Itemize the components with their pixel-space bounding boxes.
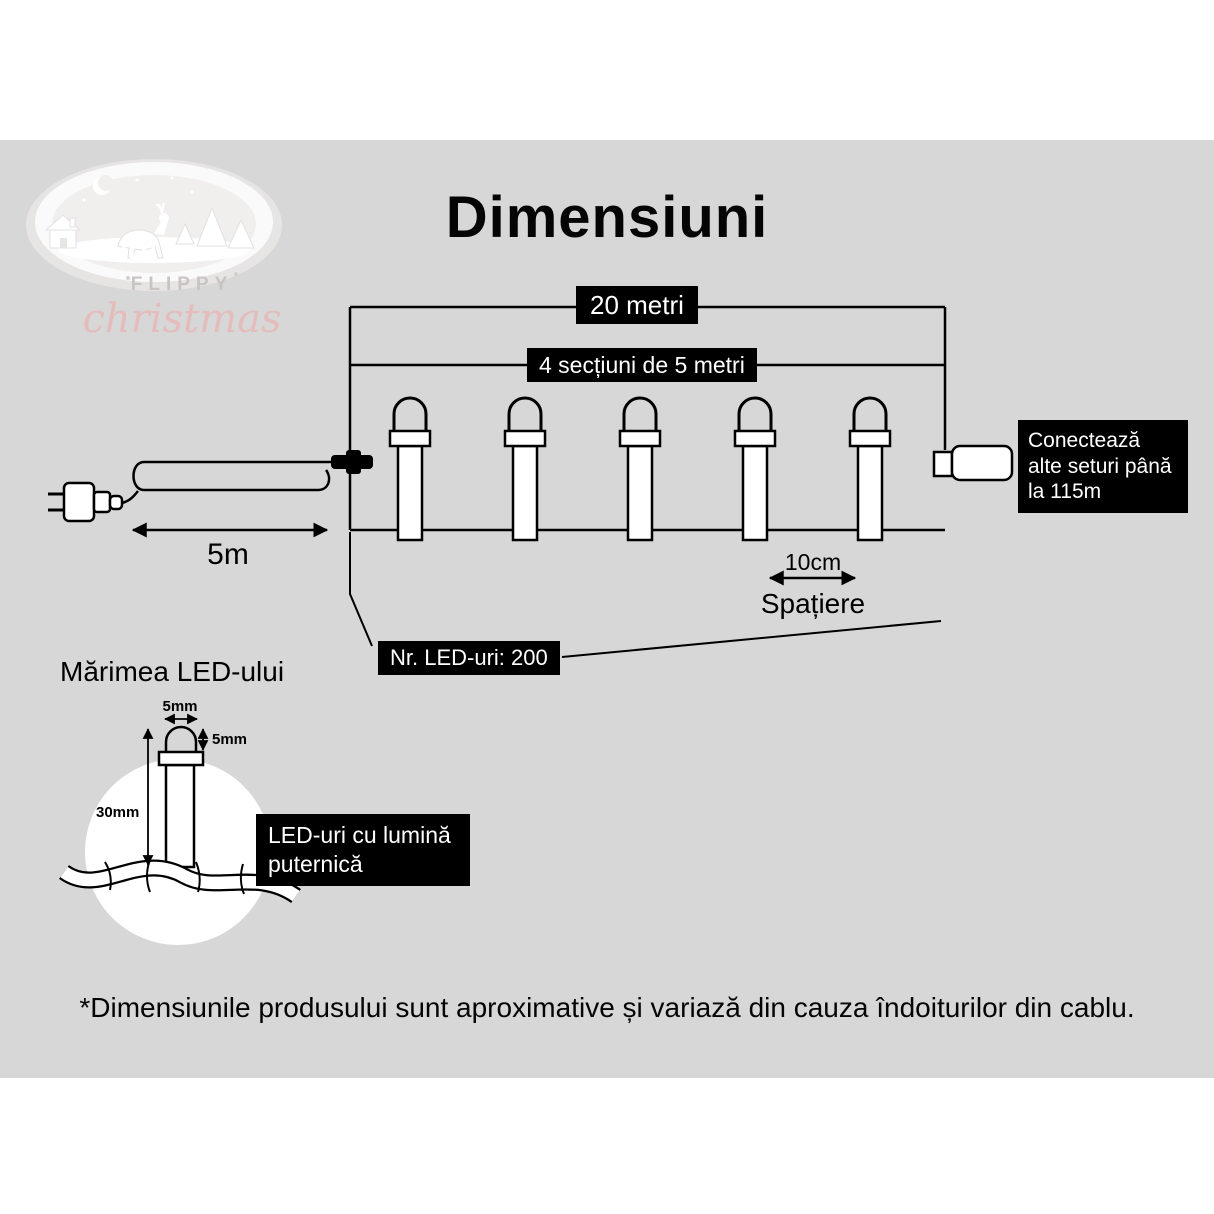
brand-logo: FLIPPY christmas (26, 159, 282, 342)
led-width-value: 5mm (162, 698, 198, 715)
total-length-label: 20 metri (576, 286, 698, 324)
lead-length-value: 5m (207, 538, 249, 571)
sections-label: 4 secțiuni de 5 metri (527, 348, 757, 382)
led-size-heading: Mărimea LED-ului (60, 656, 285, 687)
spacing-value: 10cm (784, 549, 842, 575)
led-brightness-note: LED-uri cu lumină puternică (256, 814, 470, 886)
page-title: Dimensiuni (445, 185, 769, 250)
logo-brand-text: FLIPPY (131, 274, 234, 295)
winter-scene-icon (26, 159, 282, 291)
led-count-label: Nr. LED-uri: 200 (378, 641, 560, 675)
logo-script-text: christmas (83, 296, 282, 342)
led-length-value: 30mm (96, 804, 140, 821)
spacing-label: Spațiere (760, 588, 866, 619)
connect-more-sets-label: Conectează alte seturi până la 115m (1018, 420, 1188, 513)
led-tip-value: 5mm (212, 731, 248, 748)
footnote: *Dimensiunile produsului sunt aproximati… (79, 992, 1135, 1023)
